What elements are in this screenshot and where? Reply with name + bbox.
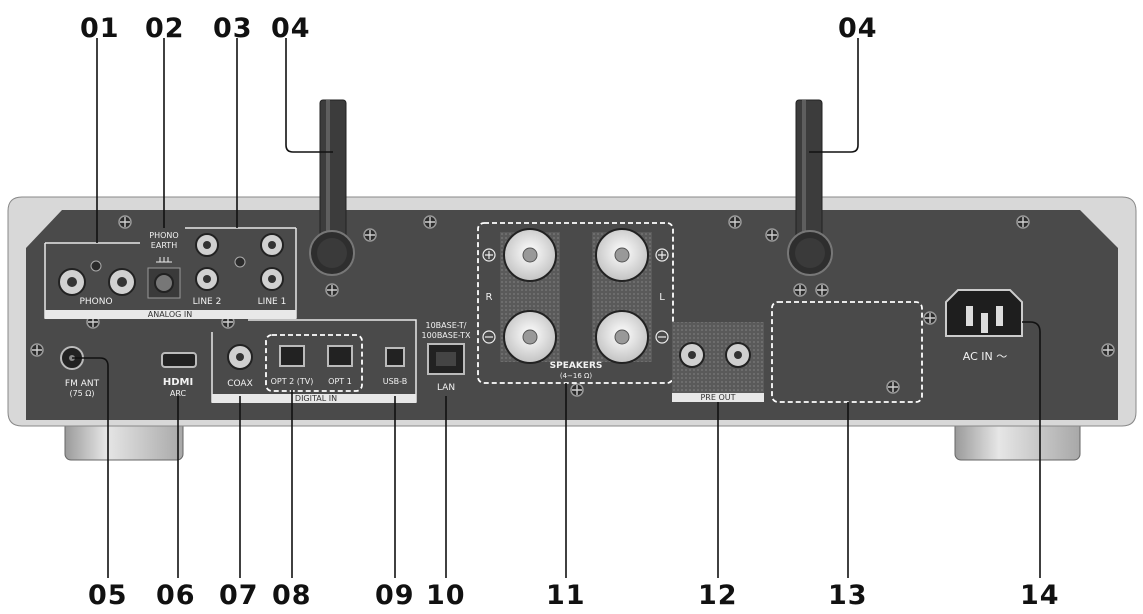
callout-09: 09 — [375, 580, 415, 611]
callout-02: 02 — [145, 13, 185, 44]
callout-11: 11 — [546, 580, 586, 611]
opt1-label: OPT 1 — [328, 377, 352, 386]
line2-label: LINE 2 — [193, 297, 222, 307]
leader-lines — [72, 38, 1041, 578]
callout-06: 06 — [156, 580, 196, 611]
phono-jacks[interactable] — [58, 260, 136, 296]
opt1-port[interactable] — [327, 345, 353, 367]
phono-earth-label-2: EARTH — [151, 241, 177, 250]
callout-10: 10 — [426, 580, 466, 611]
base-t-label: 10BASE-T/ — [425, 321, 466, 330]
speakers-ohm-label: (4−16 Ω) — [560, 372, 593, 380]
hdmi-label: HDMI — [163, 377, 193, 388]
usb-b-port[interactable] — [385, 347, 405, 367]
callout-04-right: 04 — [838, 13, 878, 44]
callout-05: 05 — [88, 580, 128, 611]
phono-earth-terminal[interactable] — [154, 273, 174, 293]
speaker-terminals[interactable] — [503, 228, 649, 364]
lan-label: LAN — [437, 383, 455, 393]
callout-01: 01 — [80, 13, 120, 44]
arc-label: ARC — [170, 389, 187, 398]
callout-13: 13 — [828, 580, 868, 611]
usbb-label: USB-B — [383, 377, 408, 386]
callout-12: 12 — [698, 580, 738, 611]
speaker-l-label: L — [659, 292, 665, 303]
callout-08: 08 — [272, 580, 312, 611]
opt2-label: OPT 2 (TV) — [271, 377, 314, 386]
callout-14: 14 — [1020, 580, 1060, 611]
earth-icon — [156, 257, 172, 263]
digital-in-label: DIGITAL IN — [295, 394, 337, 403]
ac-in-label: AC IN ～ — [963, 350, 1007, 363]
fm-ant-label: FM ANT — [65, 379, 100, 389]
speaker-r-label: R — [486, 292, 493, 303]
phono-earth-label-1: PHONO — [149, 231, 178, 240]
analog-in-label: ANALOG IN — [148, 310, 193, 319]
line1-label: LINE 1 — [258, 297, 287, 307]
hdmi-arc-port[interactable] — [161, 352, 197, 368]
rear-panel — [26, 210, 1118, 420]
optical-group-outline — [265, 334, 363, 392]
line-jacks[interactable] — [195, 233, 284, 291]
phono-label: PHONO — [79, 297, 112, 307]
coax-label: COAX — [227, 379, 253, 389]
label-area-outline — [771, 301, 923, 403]
speakers-outline — [477, 222, 674, 384]
analog-in-section: ANALOG IN — [44, 227, 297, 319]
wireless-antenna-left — [309, 99, 355, 276]
pre-out-label: PRE OUT — [700, 393, 735, 402]
fm-ohm-label: (75 Ω) — [69, 389, 94, 398]
base-tx-label: 100BASE-TX — [422, 331, 471, 340]
callout-07: 07 — [219, 580, 259, 611]
speakers-label: SPEAKERS — [550, 361, 603, 371]
callout-03: 03 — [213, 13, 253, 44]
screws — [30, 215, 1115, 397]
callout-04-left: 04 — [271, 13, 311, 44]
opt2-port[interactable] — [279, 345, 305, 367]
wireless-antenna-right — [787, 99, 833, 276]
